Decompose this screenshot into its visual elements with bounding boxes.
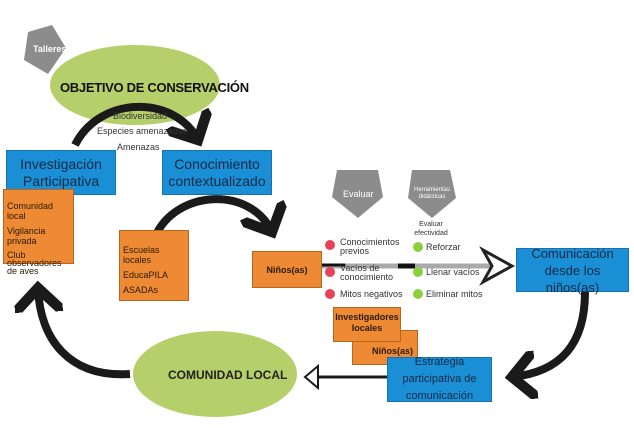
estrategia-box: Estrategia participativa de comunicación: [387, 356, 492, 402]
comunidad-arrowhead: [303, 363, 319, 391]
herramientas-item: Reforzar: [426, 242, 461, 252]
evaluar-item: Conocimientos previos: [340, 237, 400, 256]
objetivo-title: OBJETIVO DE CONSERVACIÓN: [60, 80, 249, 95]
actor-item: Comunidad local: [7, 201, 54, 221]
herramientas-item: Llenar vacíos: [426, 267, 480, 277]
comunidad-label: COMUNIDAD LOCAL: [168, 368, 288, 382]
red-dot: [325, 240, 335, 250]
talleres-label: Talleres: [33, 44, 67, 54]
conocimiento-actors-box: Escuelas locales EducaPILA ASADAs: [119, 230, 189, 301]
evaluar-label: Evaluar: [343, 189, 374, 199]
red-dot: [325, 289, 335, 299]
objetivo-ellipse: [50, 45, 220, 125]
herramientas-label: Herramientas didácticas: [413, 187, 450, 200]
objetivo-item: Especies amenazadas: [97, 126, 188, 136]
actor-item: Club observadores de aves: [7, 250, 62, 276]
comunicacion-box: Comunicación desde los niños(as): [516, 246, 629, 295]
green-dot: [413, 242, 423, 252]
herramientas-item: Eliminar mitos: [426, 289, 483, 299]
investigacion-box: Investigación Participativa: [6, 150, 116, 195]
ninos-box: Niños(as): [252, 251, 322, 288]
comunidad-ellipse: [133, 331, 297, 417]
actor-item: EducaPILA: [123, 270, 169, 280]
herramientas-pentagon: [408, 170, 456, 218]
actor-item: ASADAs: [123, 285, 159, 295]
investigadores-box: Investigadores locales: [333, 307, 401, 342]
actor-item: Escuelas locales: [123, 245, 160, 265]
evaluar-pentagon: [332, 170, 383, 218]
objetivo-item: Biodiversidad: [113, 111, 168, 121]
arc-conocimiento-arrow: [151, 195, 272, 239]
arc-comunicacion-arrow: [512, 291, 589, 377]
talleres-pentagon: [24, 25, 66, 74]
comunicacion-arrowhead: [479, 246, 516, 286]
arc-comunidad-arrow: [38, 288, 131, 379]
evaluar-item: Vacíos de conocimiento: [340, 263, 394, 282]
red-dot: [325, 267, 335, 277]
objetivo-item: Amenazas: [117, 142, 160, 152]
arc-objetivo-arrow: [71, 102, 198, 147]
green-dot: [413, 267, 423, 277]
green-dot: [413, 289, 423, 299]
evaluar-efectividad-label: Evaluar efectividad: [414, 221, 448, 237]
conocimiento-box: Conocimiento contextualizado: [162, 150, 272, 195]
actor-item: Vigilancia privada: [7, 226, 46, 246]
investigacion-actors-box: Comunidad local Vigilancia privada Club …: [3, 189, 74, 276]
evaluar-item: Mitos negativos: [340, 289, 403, 299]
